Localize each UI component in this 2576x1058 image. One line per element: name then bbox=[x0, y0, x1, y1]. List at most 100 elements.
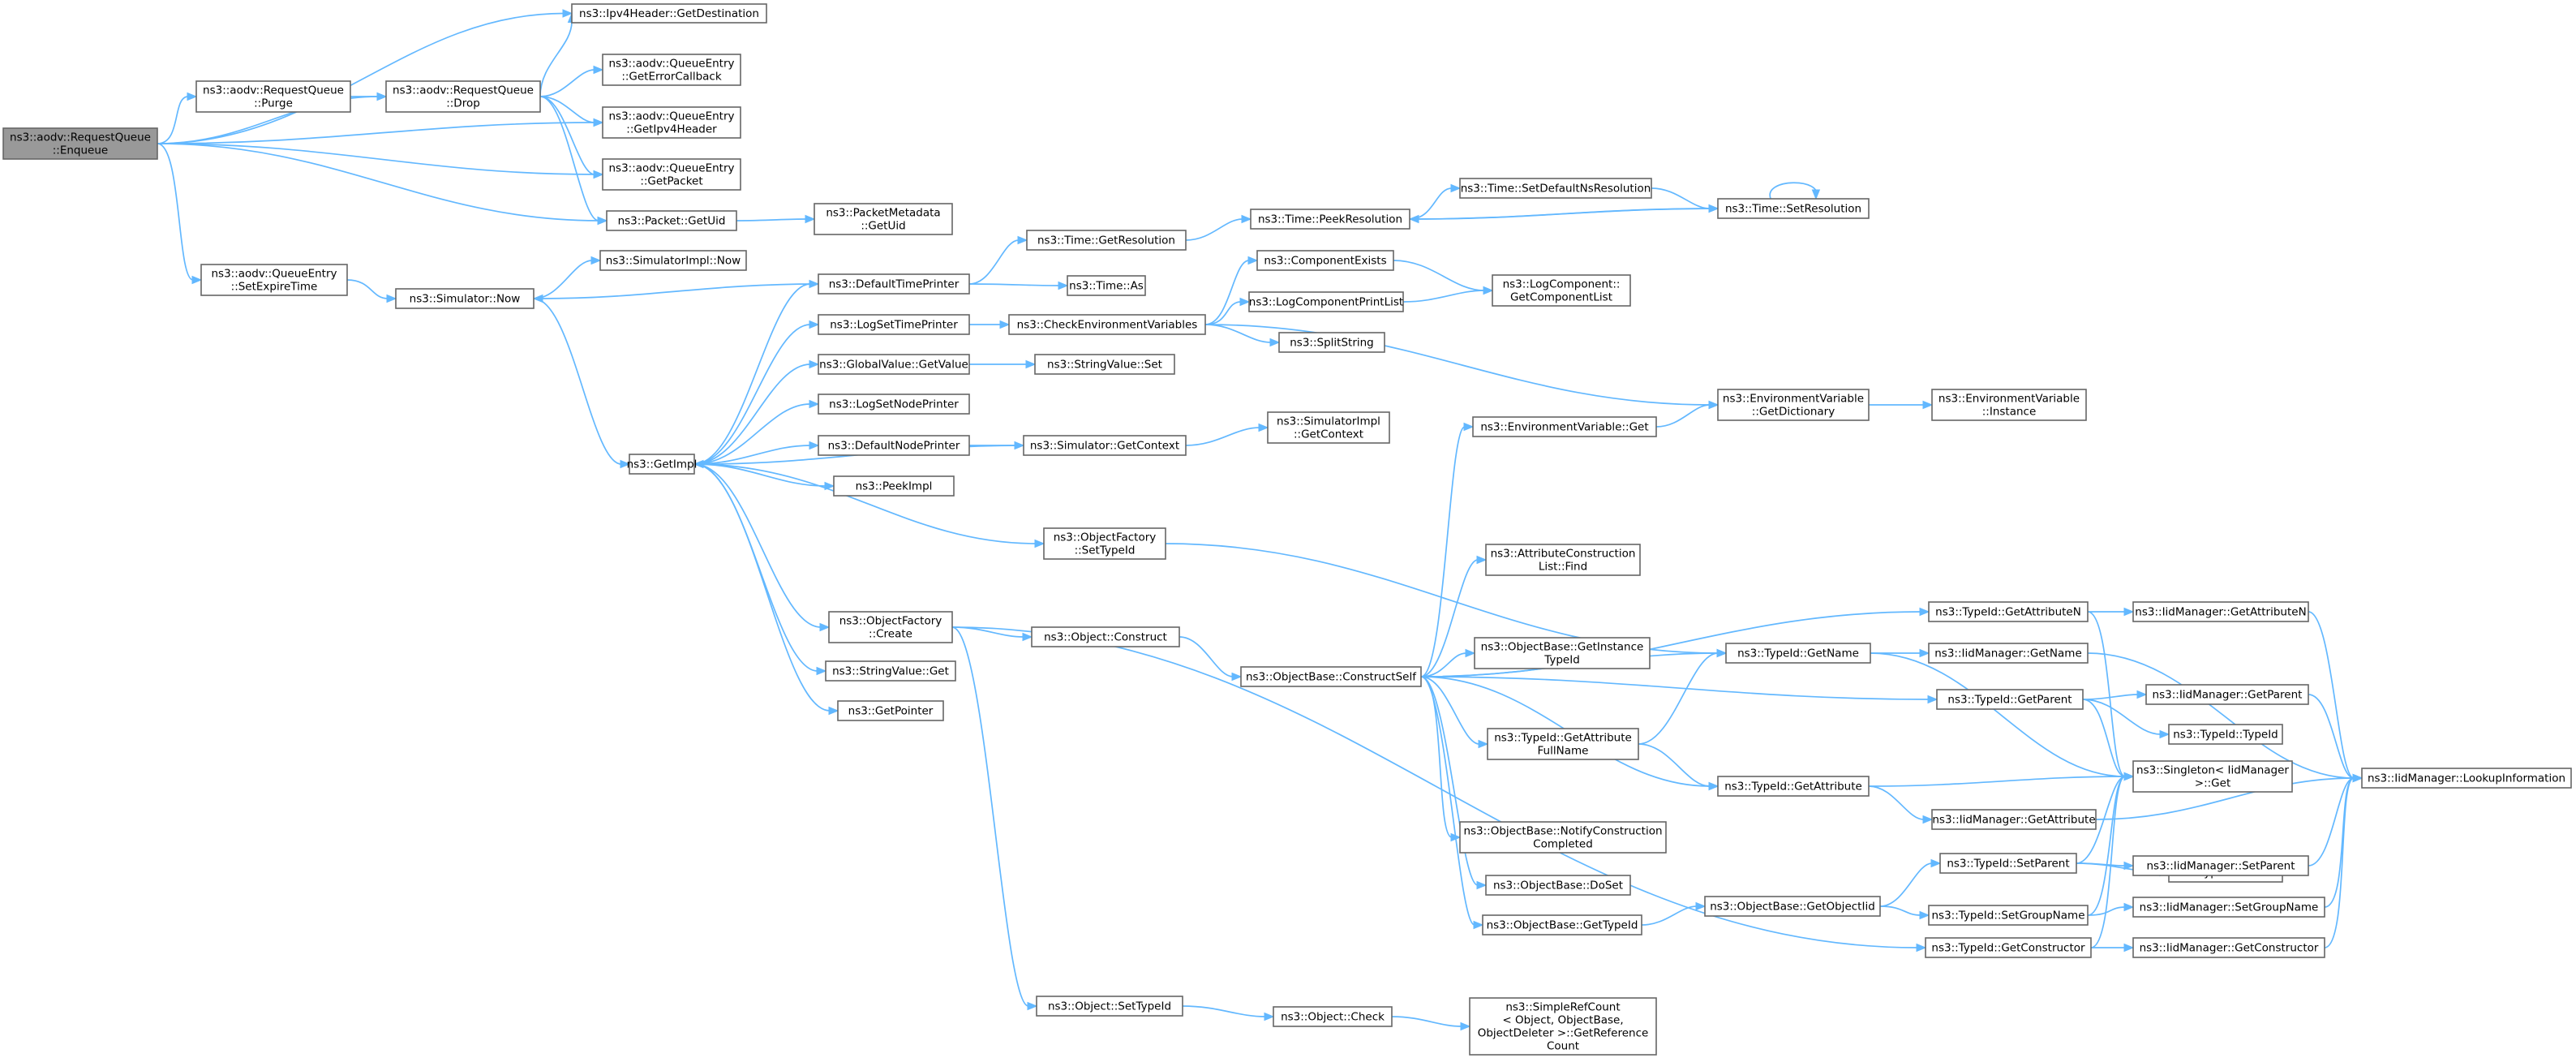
graph-node-ns3-logsettimeprinter[interactable]: ns3::LogSetTimePrinter bbox=[818, 314, 970, 335]
graph-node-ns3-objectbase-constructself[interactable]: ns3::ObjectBase::ConstructSelf bbox=[1240, 666, 1422, 687]
graph-node-ns3-aodv-queueentry-getipv4header[interactable]: ns3::aodv::QueueEntry::GetIpv4Header bbox=[602, 106, 741, 139]
graph-node-ns3-peekimpl[interactable]: ns3::PeekImpl bbox=[833, 475, 955, 497]
graph-node-ns3-objectfactory-create[interactable]: ns3::ObjectFactory::Create bbox=[828, 611, 953, 643]
node-label: ns3::Object::Check bbox=[1281, 1011, 1385, 1024]
graph-node-ns3-aodv-queueentry-setexpiretime[interactable]: ns3::aodv::QueueEntry::SetExpireTime bbox=[200, 264, 348, 296]
graph-node-ns3-environmentvariable-get[interactable]: ns3::EnvironmentVariable::Get bbox=[1472, 416, 1657, 437]
graph-node-ns3-getpointer[interactable]: ns3::GetPointer bbox=[837, 700, 944, 721]
graph-node-ns3-logcomponent-getcomponentlist[interactable]: ns3::LogComponent::GetComponentList bbox=[1492, 274, 1631, 307]
graph-node-ns3-time-peekresolution[interactable]: ns3::Time::PeekResolution bbox=[1250, 209, 1410, 230]
call-edge bbox=[157, 118, 604, 144]
graph-node-ns3-getimpl[interactable]: ns3::GetImpl bbox=[627, 454, 698, 475]
graph-node-ns3-typeid-typeid[interactable]: ns3::TypeId::TypeId bbox=[2168, 724, 2283, 745]
graph-node-ns3-iidmanager-getattributen[interactable]: ns3::IidManager::GetAttributeN bbox=[2132, 601, 2309, 622]
graph-node-ns3-objectbase-notifyconstruction-completed[interactable]: ns3::ObjectBase::NotifyConstructionCompl… bbox=[1459, 821, 1667, 854]
call-edge bbox=[2087, 902, 2135, 916]
graph-node-ns3-globalvalue-getvalue[interactable]: ns3::GlobalValue::GetValue bbox=[818, 354, 970, 375]
graph-node-ns3-aodv-requestqueue-drop[interactable]: ns3::aodv::RequestQueue::Drop bbox=[385, 80, 541, 113]
call-edge bbox=[1869, 400, 1934, 410]
graph-node-ns3-time-as[interactable]: ns3::Time::As bbox=[1067, 275, 1146, 296]
graph-node-ns3-aodv-requestqueue-enqueue[interactable]: ns3::aodv::RequestQueue::Enqueue bbox=[2, 127, 158, 160]
graph-node-ns3-typeid-getname[interactable]: ns3::TypeId::GetName bbox=[1725, 643, 1871, 664]
node-box bbox=[1725, 643, 1871, 664]
node-label: ns3::StringValue::Get bbox=[832, 665, 949, 678]
graph-node-ns3-object-check[interactable]: ns3::Object::Check bbox=[1273, 1006, 1393, 1027]
node-label: ns3::StringValue::Set bbox=[1047, 359, 1162, 372]
graph-node-ns3-environmentvariable-getdictionary[interactable]: ns3::EnvironmentVariable::GetDictionary bbox=[1717, 389, 1870, 421]
node-label: ns3::ObjectBase::GetTypeId bbox=[1487, 919, 1638, 932]
graph-node-ns3-ipv4header-getdestination[interactable]: ns3::Ipv4Header::GetDestination bbox=[571, 3, 767, 24]
graph-node-ns3-objectbase-gettypeid[interactable]: ns3::ObjectBase::GetTypeId bbox=[1482, 914, 1642, 935]
graph-node-ns3-time-getresolution[interactable]: ns3::Time::GetResolution bbox=[1026, 230, 1187, 251]
call-edge bbox=[1185, 423, 1269, 446]
graph-node-ns3-defaulttimeprinter[interactable]: ns3::DefaultTimePrinter bbox=[818, 273, 970, 295]
node-box bbox=[602, 54, 741, 86]
node-box bbox=[1472, 416, 1657, 437]
node-label: ns3::GetImpl bbox=[627, 458, 698, 471]
call-edge bbox=[693, 463, 831, 632]
graph-node-ns3-splitstring[interactable]: ns3::SplitString bbox=[1278, 332, 1385, 353]
node-label: ns3::Simulator::GetContext bbox=[1030, 440, 1179, 453]
call-edge bbox=[1204, 297, 1251, 325]
node-box bbox=[1717, 198, 1870, 219]
graph-node-ns3-singleton-iidmanager-get[interactable]: ns3::Singleton< IidManager >::Get bbox=[2132, 760, 2293, 793]
graph-node-ns3-typeid-setparent[interactable]: ns3::TypeId::SetParent bbox=[1939, 853, 2077, 874]
graph-node-ns3-logcomponentprintlist[interactable]: ns3::LogComponentPrintList bbox=[1248, 291, 1404, 312]
graph-node-ns3-aodv-queueentry-geterrorcallback[interactable]: ns3::aodv::QueueEntry::GetErrorCallback bbox=[602, 54, 741, 86]
call-edge bbox=[1402, 286, 1494, 303]
node-label: ObjectDeleter >::GetReference bbox=[1478, 1027, 1649, 1040]
node-box bbox=[1485, 544, 1641, 576]
graph-node-ns3-defaultnodeprinter[interactable]: ns3::DefaultNodePrinter bbox=[818, 435, 970, 456]
graph-node-ns3-iidmanager-getattribute[interactable]: ns3::IidManager::GetAttribute bbox=[1931, 809, 2097, 830]
graph-node-ns3-objectfactory-settypeid[interactable]: ns3::ObjectFactory::SetTypeId bbox=[1043, 527, 1166, 560]
graph-node-ns3-typeid-setgroupname[interactable]: ns3::TypeId::SetGroupName bbox=[1928, 905, 2089, 926]
graph-node-ns3-simplerefcount-object-objectbase-objectdeleter-getreference-count[interactable]: ns3::SimpleRefCount< Object, ObjectBase,… bbox=[1469, 997, 1657, 1056]
graph-node-ns3-checkenvironmentvariables[interactable]: ns3::CheckEnvironmentVariables bbox=[1008, 314, 1206, 335]
graph-node-ns3-iidmanager-getconstructor[interactable]: ns3::IidManager::GetConstructor bbox=[2132, 937, 2325, 958]
graph-node-ns3-iidmanager-setgroupname[interactable]: ns3::IidManager::SetGroupName bbox=[2132, 897, 2325, 918]
graph-node-ns3-object-settypeid[interactable]: ns3::Object::SetTypeId bbox=[1036, 996, 1183, 1017]
call-edge bbox=[1409, 204, 1719, 220]
graph-node-ns3-iidmanager-lookupinformation[interactable]: ns3::IidManager::LookupInformation bbox=[2361, 768, 2572, 789]
graph-node-ns3-componentexists[interactable]: ns3::ComponentExists bbox=[1256, 250, 1394, 271]
graph-node-ns3-simulator-now[interactable]: ns3::Simulator::Now bbox=[395, 288, 535, 309]
graph-node-ns3-iidmanager-getparent[interactable]: ns3::IidManager::GetParent bbox=[2145, 684, 2309, 705]
graph-node-ns3-simulatorimpl-getcontext[interactable]: ns3::SimulatorImpl::GetContext bbox=[1267, 411, 1390, 444]
graph-node-ns3-environmentvariable-instance[interactable]: ns3::EnvironmentVariable::Instance bbox=[1931, 389, 2087, 421]
node-box bbox=[1928, 601, 2089, 622]
graph-node-ns3-time-setresolution[interactable]: ns3::Time::SetResolution bbox=[1717, 198, 1870, 219]
call-edge bbox=[2308, 694, 2363, 783]
graph-node-ns3-stringvalue-set[interactable]: ns3::StringValue::Set bbox=[1034, 354, 1175, 375]
node-box bbox=[1928, 643, 2089, 664]
graph-node-ns3-iidmanager-getname[interactable]: ns3::IidManager::GetName bbox=[1928, 643, 2089, 664]
graph-node-ns3-typeid-getconstructor[interactable]: ns3::TypeId::GetConstructor bbox=[1925, 937, 2092, 958]
graph-node-ns3-logsetnodeprinter[interactable]: ns3::LogSetNodePrinter bbox=[818, 394, 970, 415]
graph-node-ns3-iidmanager-setparent[interactable]: ns3::IidManager::SetParent bbox=[2132, 855, 2309, 876]
node-label: ns3::SplitString bbox=[1290, 337, 1374, 350]
graph-node-ns3-typeid-getattributen[interactable]: ns3::TypeId::GetAttributeN bbox=[1928, 601, 2089, 622]
graph-node-ns3-objectbase-doset[interactable]: ns3::ObjectBase::DoSet bbox=[1485, 875, 1631, 896]
node-box bbox=[195, 80, 351, 113]
call-edge bbox=[1641, 901, 1707, 926]
graph-node-ns3-aodv-requestqueue-purge[interactable]: ns3::aodv::RequestQueue::Purge bbox=[195, 80, 351, 113]
node-label: ::Purge bbox=[254, 97, 293, 110]
node-label: ::GetIpv4Header bbox=[626, 123, 717, 136]
graph-node-ns3-time-setdefaultnsresolution[interactable]: ns3::Time::SetDefaultNsResolution bbox=[1459, 178, 1652, 199]
graph-node-ns3-simulator-getcontext[interactable]: ns3::Simulator::GetContext bbox=[1023, 435, 1187, 456]
graph-node-ns3-simulatorimpl-now[interactable]: ns3::SimulatorImpl::Now bbox=[599, 250, 747, 271]
graph-node-ns3-stringvalue-get[interactable]: ns3::StringValue::Get bbox=[825, 660, 956, 682]
graph-node-ns3-objectbase-getobjectiid[interactable]: ns3::ObjectBase::GetObjectIid bbox=[1704, 896, 1881, 917]
node-label: ns3::TypeId::TypeId bbox=[2173, 729, 2278, 742]
graph-node-ns3-typeid-getattribute[interactable]: ns3::TypeId::GetAttribute bbox=[1717, 776, 1870, 797]
node-label: >::Get bbox=[2195, 777, 2230, 790]
graph-node-ns3-typeid-getparent[interactable]: ns3::TypeId::GetParent bbox=[1936, 689, 2084, 710]
node-label: ns3::ObjectBase::GetInstance bbox=[1481, 641, 1644, 654]
graph-node-ns3-packet-getuid[interactable]: ns3::Packet::GetUid bbox=[606, 210, 737, 231]
call-edge bbox=[1879, 858, 1942, 907]
graph-node-ns3-packetmetadata-getuid[interactable]: ns3::PacketMetadata::GetUid bbox=[814, 203, 953, 235]
graph-node-ns3-object-construct[interactable]: ns3::Object::Construct bbox=[1031, 626, 1180, 647]
graph-node-ns3-aodv-queueentry-getpacket[interactable]: ns3::aodv::QueueEntry::GetPacket bbox=[602, 158, 741, 191]
